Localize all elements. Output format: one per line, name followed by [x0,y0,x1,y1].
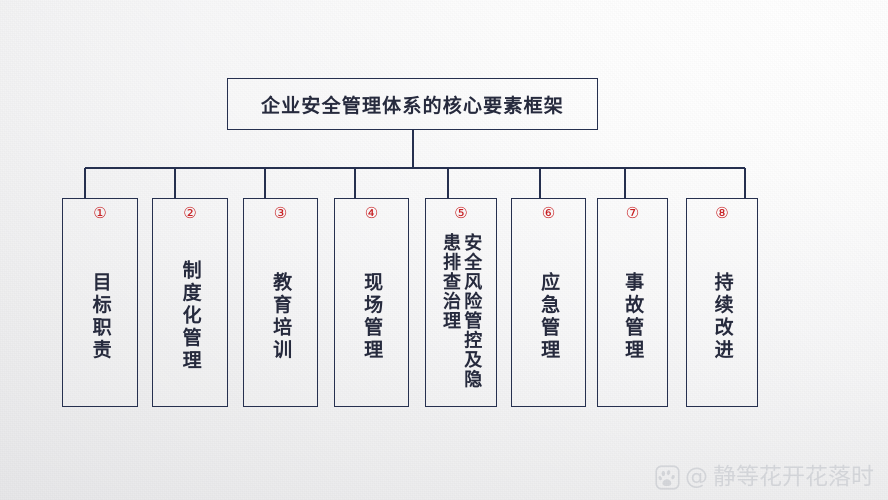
node-label-7: 事故管理 [622,271,645,362]
node-box-8[interactable]: ⑧ 持续改进 [686,198,758,407]
page-title: 企业安全管理体系的核心要素框架 [260,94,564,117]
node-label-4: 现场管理 [361,271,384,362]
watermark-username: 静等花开花落时 [713,464,874,490]
watermark-at-symbol: @ [685,464,708,490]
node-box-5[interactable]: ⑤ 安全风险管控及隐患排查治理 [425,198,497,407]
node-label-wrap-3: 教育培训 [244,233,317,400]
node-label-wrap-6: 应急管理 [512,233,585,400]
node-number-6: ⑥ [541,204,556,222]
node-number-2: ② [183,204,197,222]
baidu-paw-icon [655,465,680,490]
node-label-6: 应急管理 [538,271,561,362]
node-box-7[interactable]: ⑦ 事故管理 [597,198,668,407]
node-label-wrap-5: 安全风险管控及隐患排查治理 [426,233,496,400]
diagram-title-box: 企业安全管理体系的核心要素框架 [227,78,598,130]
node-label-wrap-8: 持续改进 [687,233,757,400]
node-box-6[interactable]: ⑥ 应急管理 [511,198,586,407]
node-label-wrap-4: 现场管理 [335,233,408,400]
node-box-3[interactable]: ③ 教育培训 [243,198,318,407]
node-label-2: 制度化管理 [179,260,202,373]
node-label-wrap-7: 事故管理 [598,233,667,400]
node-number-5: ⑤ [454,204,468,222]
node-label-5: 安全风险管控及隐患排查治理 [440,233,483,389]
node-number-3: ③ [273,204,288,222]
node-label-1: 目标职责 [89,271,112,362]
node-label-wrap-1: 目标职责 [63,233,137,400]
node-box-1[interactable]: ① 目标职责 [62,198,138,407]
node-box-4[interactable]: ④ 现场管理 [334,198,409,407]
node-number-7: ⑦ [625,204,640,222]
watermark: @ 静等花开花落时 [655,465,874,490]
node-label-3: 教育培训 [270,271,293,362]
node-box-2[interactable]: ② 制度化管理 [152,198,228,407]
node-label-wrap-2: 制度化管理 [153,233,227,400]
node-number-4: ④ [364,204,379,222]
node-label-8: 持续改进 [711,271,734,362]
node-number-8: ⑧ [715,204,729,222]
node-number-1: ① [93,204,107,222]
